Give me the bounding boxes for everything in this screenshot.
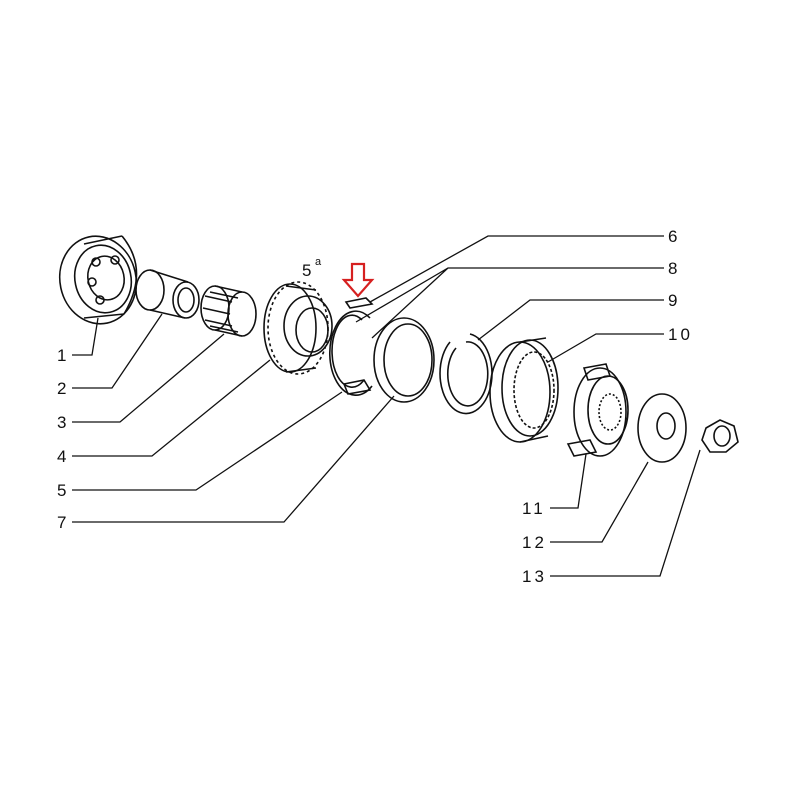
part-13-nut [701,419,739,453]
callout-9: 9 [668,291,680,310]
callout-11: 11 [522,499,546,518]
leader-lines [72,235,701,577]
callout-5a: 5 [302,261,314,280]
callout-5: 5 [57,481,69,500]
part-2-bushing [135,269,200,319]
callout-10: 10 [668,325,693,344]
part-7-synchro-ring [373,317,435,403]
part-8-split-ring [328,310,373,396]
callout-12: 12 [522,533,547,552]
callout-3: 3 [57,413,69,432]
callout-7: 7 [57,513,69,532]
callout-6: 6 [668,227,680,246]
part-10-sleeve [489,337,559,443]
callout-4: 4 [57,447,69,466]
callout-2: 2 [57,379,69,398]
part-9-spring-ring [439,333,493,415]
part-3-needle-cage [200,285,257,337]
part-12-washer [637,393,687,463]
part-11-hub [566,363,629,457]
highlight-arrow-icon [341,262,375,298]
callout-8: 8 [668,259,680,278]
callout-5a-superscript: a [315,256,322,268]
callout-1: 1 [57,346,69,365]
part-1-ball-bearing [58,235,138,325]
part-5-key [342,379,372,395]
part-4-gear [263,281,333,375]
callout-13: 13 [522,567,547,586]
part-6-key [344,297,374,309]
